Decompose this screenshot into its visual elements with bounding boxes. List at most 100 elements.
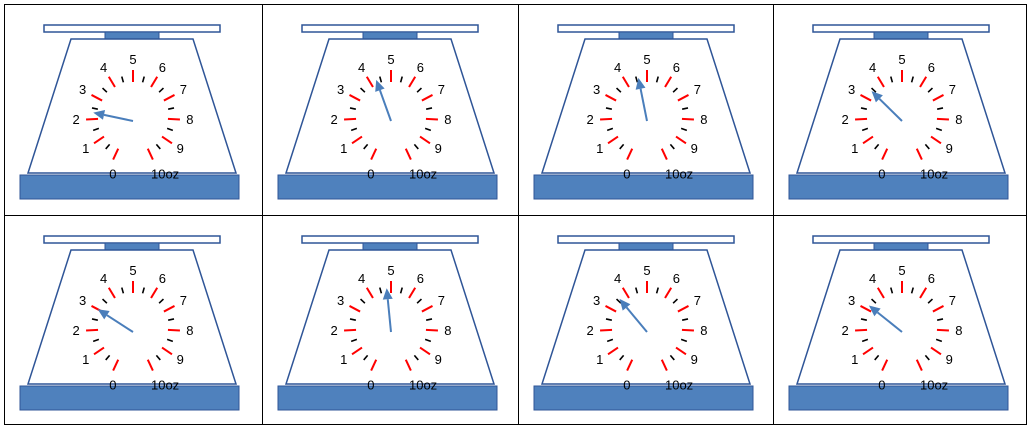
- major-tick: [600, 117, 613, 121]
- major-tick: [876, 76, 885, 88]
- major-tick: [349, 94, 361, 102]
- dial-label: 0: [109, 378, 116, 393]
- minor-tick: [158, 298, 165, 304]
- minor-tick: [619, 354, 625, 361]
- dial-label: 8: [955, 323, 962, 338]
- major-tick: [146, 148, 154, 161]
- dial-label: 4: [358, 60, 365, 75]
- minor-tick: [874, 354, 880, 361]
- minor-tick: [890, 76, 894, 83]
- minor-tick: [363, 143, 369, 150]
- dial-label: 10oz: [920, 378, 948, 393]
- dial-label: 3: [337, 82, 344, 97]
- major-tick: [425, 328, 438, 332]
- dial-label: 2: [841, 323, 848, 338]
- minor-tick: [672, 298, 679, 304]
- minor-tick: [619, 143, 625, 150]
- minor-tick: [155, 143, 161, 150]
- scale-tray: [43, 235, 221, 244]
- dial-label: 10oz: [409, 167, 437, 182]
- major-tick: [365, 287, 374, 299]
- major-tick: [605, 94, 617, 102]
- minor-tick: [669, 354, 675, 361]
- major-tick: [93, 135, 105, 145]
- pointer-needle: [106, 314, 134, 333]
- minor-tick: [605, 318, 613, 321]
- minor-tick: [399, 287, 403, 294]
- dial-label: 7: [438, 293, 445, 308]
- minor-tick: [363, 354, 369, 361]
- minor-tick: [681, 107, 689, 110]
- dial-label: 10oz: [665, 378, 693, 393]
- major-tick: [370, 359, 378, 372]
- dial-label: 10oz: [920, 167, 948, 182]
- major-tick: [915, 359, 923, 372]
- scale-body: [540, 38, 752, 174]
- dial-label: 8: [700, 112, 707, 127]
- minor-tick: [890, 287, 894, 294]
- minor-tick: [870, 298, 877, 304]
- scale-base: [19, 174, 240, 200]
- dial-label: 5: [129, 263, 136, 278]
- dial-label: 7: [180, 82, 187, 97]
- minor-tick: [874, 143, 880, 150]
- dial-label: 0: [623, 378, 630, 393]
- major-tick: [167, 117, 180, 121]
- dial-label: 9: [946, 352, 953, 367]
- major-tick: [626, 359, 634, 372]
- scale-stem: [362, 31, 418, 40]
- dial-label: 6: [673, 271, 680, 286]
- major-tick: [681, 328, 694, 332]
- scale-tray: [812, 235, 990, 244]
- dial-label: 5: [898, 52, 905, 67]
- dial-label: 1: [851, 141, 858, 156]
- major-tick: [930, 135, 942, 145]
- dial-label: 8: [700, 323, 707, 338]
- scale-stem: [618, 242, 674, 251]
- major-tick: [349, 305, 361, 313]
- major-tick: [660, 148, 668, 161]
- major-tick: [421, 94, 433, 102]
- pointer-needle: [378, 89, 392, 122]
- dial-label: 7: [694, 293, 701, 308]
- major-tick: [146, 359, 154, 372]
- scale-tray: [812, 24, 990, 33]
- minor-tick: [91, 107, 99, 110]
- minor-tick: [615, 298, 622, 304]
- minor-tick: [166, 127, 174, 132]
- minor-tick: [101, 87, 108, 93]
- major-tick: [408, 76, 417, 88]
- major-tick: [862, 135, 874, 145]
- minor-tick: [924, 143, 930, 150]
- pointer-arrowhead: [375, 79, 385, 92]
- grid-divider: [773, 5, 774, 424]
- minor-tick: [425, 107, 433, 110]
- dial-label: 4: [614, 271, 621, 286]
- minor-tick: [121, 287, 125, 294]
- dial-label: 2: [72, 112, 79, 127]
- scale-stem: [618, 31, 674, 40]
- pointer-arrowhead: [868, 305, 881, 317]
- major-tick: [855, 328, 868, 332]
- scale-base: [19, 385, 240, 411]
- dial-label: 8: [444, 112, 451, 127]
- major-tick: [932, 305, 944, 313]
- scale-base: [788, 174, 1009, 200]
- scale-tray: [557, 235, 735, 244]
- major-tick: [675, 346, 687, 356]
- dial-label: 3: [79, 82, 86, 97]
- minor-tick: [669, 143, 675, 150]
- minor-tick: [155, 354, 161, 361]
- dial-label: 9: [691, 141, 698, 156]
- minor-tick: [379, 76, 383, 83]
- major-tick: [425, 117, 438, 121]
- dial-label: 2: [841, 112, 848, 127]
